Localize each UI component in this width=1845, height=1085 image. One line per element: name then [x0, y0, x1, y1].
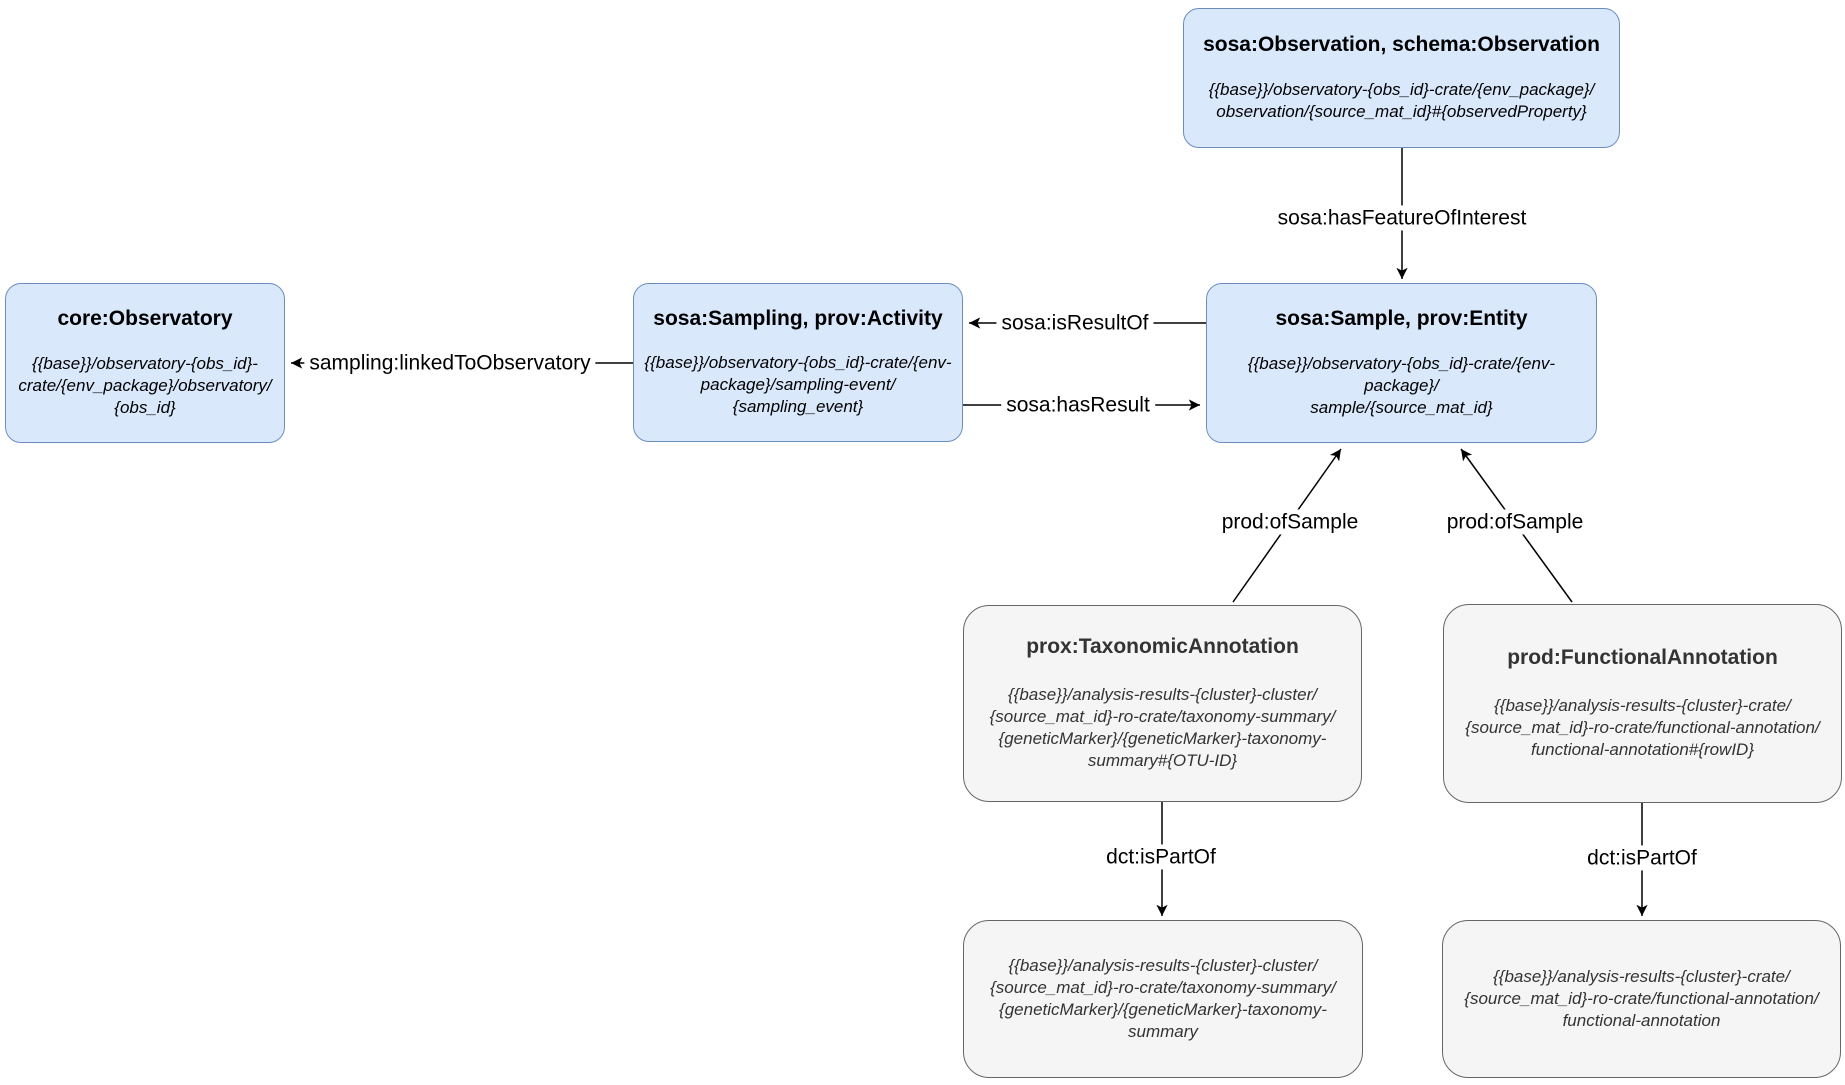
- node-observatory-uri: {{base}}/observatory-{obs_id}- crate/{en…: [18, 353, 272, 417]
- node-observation-title: sosa:Observation, schema:Observation: [1203, 33, 1600, 57]
- edge-label-has-result: sosa:hasResult: [1001, 392, 1155, 418]
- node-functional-annotation-resource-uri: {{base}}/analysis-results-{cluster}-crat…: [1464, 967, 1819, 1030]
- edge-label-is-part-of-taxonomic: dct:isPartOf: [1101, 844, 1221, 870]
- node-observatory: core:Observatory {{base}}/observatory-{o…: [5, 283, 285, 443]
- node-taxonomy-summary-resource: {{base}}/analysis-results-{cluster}-clus…: [963, 920, 1363, 1078]
- node-taxonomic-annotation: prox:TaxonomicAnnotation {{base}}/analys…: [963, 605, 1362, 802]
- node-sampling-title: sosa:Sampling, prov:Activity: [653, 306, 943, 330]
- node-sample-uri: {{base}}/observatory-{obs_id}-crate/{env…: [1247, 353, 1556, 417]
- node-observation-uri: {{base}}/observatory-{obs_id}-crate/{env…: [1208, 79, 1595, 121]
- node-sampling-uri: {{base}}/observatory-{obs_id}-crate/{env…: [644, 353, 952, 417]
- node-sample: sosa:Sample, prov:Entity {{base}}/observ…: [1206, 283, 1597, 443]
- edge-label-has-feature-of-interest: sosa:hasFeatureOfInterest: [1272, 205, 1532, 231]
- node-sampling: sosa:Sampling, prov:Activity {{base}}/ob…: [633, 283, 963, 442]
- node-functional-annotation-uri: {{base}}/analysis-results-{cluster}-crat…: [1465, 696, 1820, 760]
- edge-label-of-sample-functional: prod:ofSample: [1441, 509, 1589, 535]
- node-functional-annotation: prod:FunctionalAnnotation {{base}}/analy…: [1443, 604, 1842, 803]
- node-taxonomic-annotation-title: prox:TaxonomicAnnotation: [1026, 634, 1299, 658]
- node-observation: sosa:Observation, schema:Observation {{b…: [1183, 8, 1620, 148]
- node-sample-title: sosa:Sample, prov:Entity: [1275, 307, 1528, 331]
- edge-label-is-result-of: sosa:isResultOf: [996, 310, 1154, 336]
- edge-label-linked-to-observatory: sampling:linkedToObservatory: [304, 350, 596, 376]
- node-functional-annotation-title: prod:FunctionalAnnotation: [1507, 645, 1778, 669]
- node-observatory-title: core:Observatory: [57, 307, 233, 331]
- edge-label-of-sample-taxonomic: prod:ofSample: [1216, 509, 1364, 535]
- node-taxonomy-summary-resource-uri: {{base}}/analysis-results-{cluster}-clus…: [990, 956, 1336, 1041]
- node-taxonomic-annotation-uri: {{base}}/analysis-results-{cluster}-clus…: [989, 685, 1336, 771]
- edge-label-is-part-of-functional: dct:isPartOf: [1582, 845, 1702, 871]
- node-functional-annotation-resource: {{base}}/analysis-results-{cluster}-crat…: [1442, 920, 1841, 1078]
